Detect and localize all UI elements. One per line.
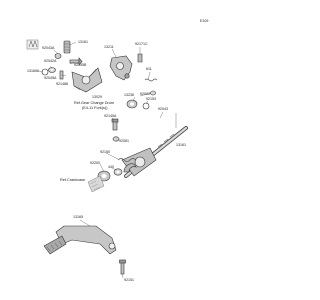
callout-13211: 13211 xyxy=(104,45,114,49)
circlip-92153-part xyxy=(142,102,150,110)
shift-pedal-13165-part xyxy=(43,225,117,255)
bolt-92145a-part xyxy=(111,118,119,131)
callout-92200: 92200 xyxy=(90,161,100,165)
bolt-92145b-part xyxy=(69,57,83,66)
bolt-92151-part xyxy=(119,259,126,275)
ring-131656-part xyxy=(41,68,49,76)
positioning-lever-13211-part xyxy=(109,55,133,81)
washer-92081-part xyxy=(112,136,120,142)
ref-gear-change-drum-sub: (E4-11 Fork(s)) xyxy=(82,106,108,110)
crankcase-reference-block xyxy=(87,175,105,193)
callout-92151: 92151 xyxy=(124,278,134,282)
callout-92153: 92153 xyxy=(146,97,156,101)
callout-92081: 92081 xyxy=(119,139,129,143)
callout-92150: 92150 xyxy=(100,150,110,154)
callout-92145b: 92145B xyxy=(74,63,87,67)
page-code: E109 xyxy=(200,19,208,23)
bolt-92171c-part xyxy=(137,53,143,63)
callout-13165: 13165 xyxy=(73,215,83,219)
callout-13236: 13236 xyxy=(124,93,134,97)
shift-arm-13029-part xyxy=(71,67,103,93)
return-spring-92150-part xyxy=(117,158,137,162)
collar-92043a-part xyxy=(54,53,62,59)
kawasaki-logo xyxy=(26,39,39,50)
spring-13161-part xyxy=(63,40,71,54)
callout-611: 611 xyxy=(146,67,152,71)
ref-gear-change-drum: Ref.Gear Change Drum xyxy=(74,101,114,105)
callout-92045a: 92045A xyxy=(44,76,57,80)
callout-92145a: 92145A xyxy=(104,114,117,118)
callout-13161-shaft: 13161 xyxy=(176,143,186,147)
callout-92043a: 92043A xyxy=(42,46,55,50)
pin-921488-part xyxy=(59,70,64,80)
callout-921488: 921488 xyxy=(56,82,68,86)
callout-92043: 92043 xyxy=(158,107,168,111)
exploded-parts-diagram: E109 xyxy=(26,19,208,282)
washer-440-part xyxy=(113,168,123,176)
gear-shift-shaft-13161-part xyxy=(121,126,188,178)
washer-92002-part xyxy=(150,90,156,96)
callout-92171c: 92171C xyxy=(135,42,148,46)
ref-crankcase: Ref.Crankcase xyxy=(60,178,85,182)
callout-13029: 13029 xyxy=(92,95,102,99)
callout-92042a: 92042A xyxy=(44,59,57,63)
callout-13161: 13161 xyxy=(78,40,88,44)
washer-92045a-part xyxy=(48,67,56,73)
callout-92002: 92002 xyxy=(140,92,150,96)
gear-sector-part xyxy=(123,163,137,173)
callout-440: 440 xyxy=(108,165,114,169)
spring-611-part xyxy=(144,78,158,82)
collar-13236-part xyxy=(126,99,138,109)
callout-131656: 131656 xyxy=(27,69,39,73)
